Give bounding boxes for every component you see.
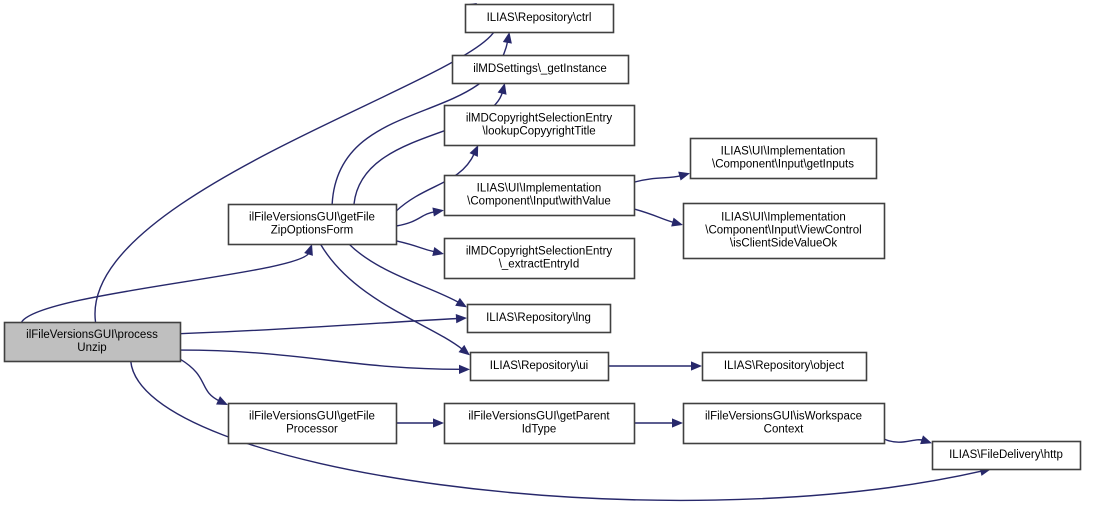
edge-isWorkspaceContext-to-http bbox=[883, 438, 924, 443]
node-label-withValue: ILIAS\UI\Implementation\Component\Input\… bbox=[467, 182, 611, 207]
graph-node-extractEntryId[interactable]: ilMDCopyrightSelectionEntry\_extractEntr… bbox=[443, 237, 636, 280]
edge-withValue-to-getInputs bbox=[633, 174, 682, 183]
node-box-lng bbox=[466, 303, 612, 334]
edge-getFileZipOptionsForm-to-withValue bbox=[395, 210, 436, 227]
graph-node-object[interactable]: ILIAS\Repository\object bbox=[701, 351, 868, 382]
node-box-object bbox=[701, 351, 868, 382]
node-label-extractEntryId: ilMDCopyrightSelectionEntry\_extractEntr… bbox=[466, 245, 613, 270]
node-label-lookupCopyyrightTitle: ilMDCopyrightSelectionEntry\lookupCopyyr… bbox=[466, 112, 613, 137]
node-box-getFileZipOptionsForm bbox=[227, 203, 398, 246]
node-box-http bbox=[931, 440, 1082, 471]
graph-node-lookupCopyyrightTitle[interactable]: ilMDCopyrightSelectionEntry\lookupCopyyr… bbox=[443, 104, 636, 147]
node-box-withValue bbox=[443, 174, 636, 217]
node-label-getInputs: ILIAS\UI\Implementation\Component\Input\… bbox=[712, 145, 854, 170]
node-box-isWorkspaceContext bbox=[682, 402, 886, 445]
edge-arrowhead bbox=[455, 314, 467, 324]
node-box-processUnzip bbox=[3, 321, 182, 363]
node-label-object: ILIAS\Repository\object bbox=[724, 360, 845, 372]
node-box-getInstance bbox=[451, 54, 630, 85]
edge-arrowhead bbox=[469, 145, 479, 157]
node-box-getInputs bbox=[689, 137, 878, 180]
node-label-ui: ILIAS\Repository\ui bbox=[490, 360, 588, 372]
edge-arrowhead bbox=[497, 83, 507, 95]
node-box-getFileProcessor bbox=[227, 402, 398, 445]
node-box-getParentIdType bbox=[443, 402, 636, 445]
edge-processUnzip-to-http bbox=[130, 360, 983, 502]
edge-arrowhead bbox=[671, 217, 683, 227]
node-box-extractEntryId bbox=[443, 237, 636, 280]
node-box-ctrl bbox=[464, 3, 615, 34]
node-label-isClientSideValueOk: ILIAS\UI\Implementation\Component\Input\… bbox=[705, 211, 861, 249]
edge-arrowhead bbox=[920, 435, 932, 445]
edge-arrowhead bbox=[672, 418, 683, 428]
graph-node-getInputs[interactable]: ILIAS\UI\Implementation\Component\Input\… bbox=[689, 137, 878, 180]
edge-processUnzip-to-getFileProcessor bbox=[179, 358, 221, 402]
graph-node-lng[interactable]: ILIAS\Repository\lng bbox=[466, 303, 612, 334]
node-box-ui bbox=[469, 351, 610, 382]
edge-getFileZipOptionsForm-to-lookupCopyyrightTitle bbox=[395, 152, 476, 212]
edge-getFileZipOptionsForm-to-lng bbox=[348, 243, 460, 304]
edge-withValue-to-isClientSideValueOk bbox=[633, 208, 675, 224]
edge-getFileZipOptionsForm-to-ui bbox=[319, 243, 464, 351]
edge-processUnzip-to-ctrl bbox=[94, 6, 498, 323]
edge-getFileZipOptionsForm-to-extractEntryId bbox=[395, 240, 436, 253]
graph-node-isClientSideValueOk[interactable]: ILIAS\UI\Implementation\Component\Input\… bbox=[682, 202, 886, 260]
edge-arrowhead bbox=[432, 207, 444, 217]
edge-arrowhead bbox=[216, 396, 228, 405]
edge-arrowhead bbox=[678, 171, 690, 181]
edge-processUnzip-to-ui bbox=[179, 349, 462, 371]
edge-arrowhead bbox=[459, 364, 470, 374]
graph-node-http[interactable]: ILIAS\FileDelivery\http bbox=[931, 440, 1082, 471]
edge-arrowhead bbox=[432, 247, 444, 257]
graph-node-ui[interactable]: ILIAS\Repository\ui bbox=[469, 351, 610, 382]
edge-arrowhead bbox=[304, 244, 313, 256]
graph-node-withValue[interactable]: ILIAS\UI\Implementation\Component\Input\… bbox=[443, 174, 636, 217]
edge-arrowhead bbox=[433, 418, 444, 428]
node-label-lng: ILIAS\Repository\lng bbox=[486, 312, 591, 324]
edge-arrowhead bbox=[691, 361, 702, 371]
graph-node-getInstance[interactable]: ilMDSettings\_getInstance bbox=[451, 54, 630, 85]
edge-arrowhead bbox=[502, 32, 512, 44]
edge-processUnzip-to-lng bbox=[179, 317, 459, 335]
edge-arrowhead bbox=[458, 344, 470, 356]
node-label-http: ILIAS\FileDelivery\http bbox=[949, 449, 1063, 461]
node-label-ctrl: ILIAS\Repository\ctrl bbox=[487, 12, 592, 24]
graph-node-ctrl[interactable]: ILIAS\Repository\ctrl bbox=[464, 3, 615, 34]
node-label-getInstance: ilMDSettings\_getInstance bbox=[473, 63, 607, 75]
node-box-lookupCopyyrightTitle bbox=[443, 104, 636, 147]
node-box-isClientSideValueOk bbox=[682, 202, 886, 260]
edge-arrowhead bbox=[455, 297, 467, 308]
edge-processUnzip-to-getFileZipOptionsForm bbox=[21, 252, 310, 323]
